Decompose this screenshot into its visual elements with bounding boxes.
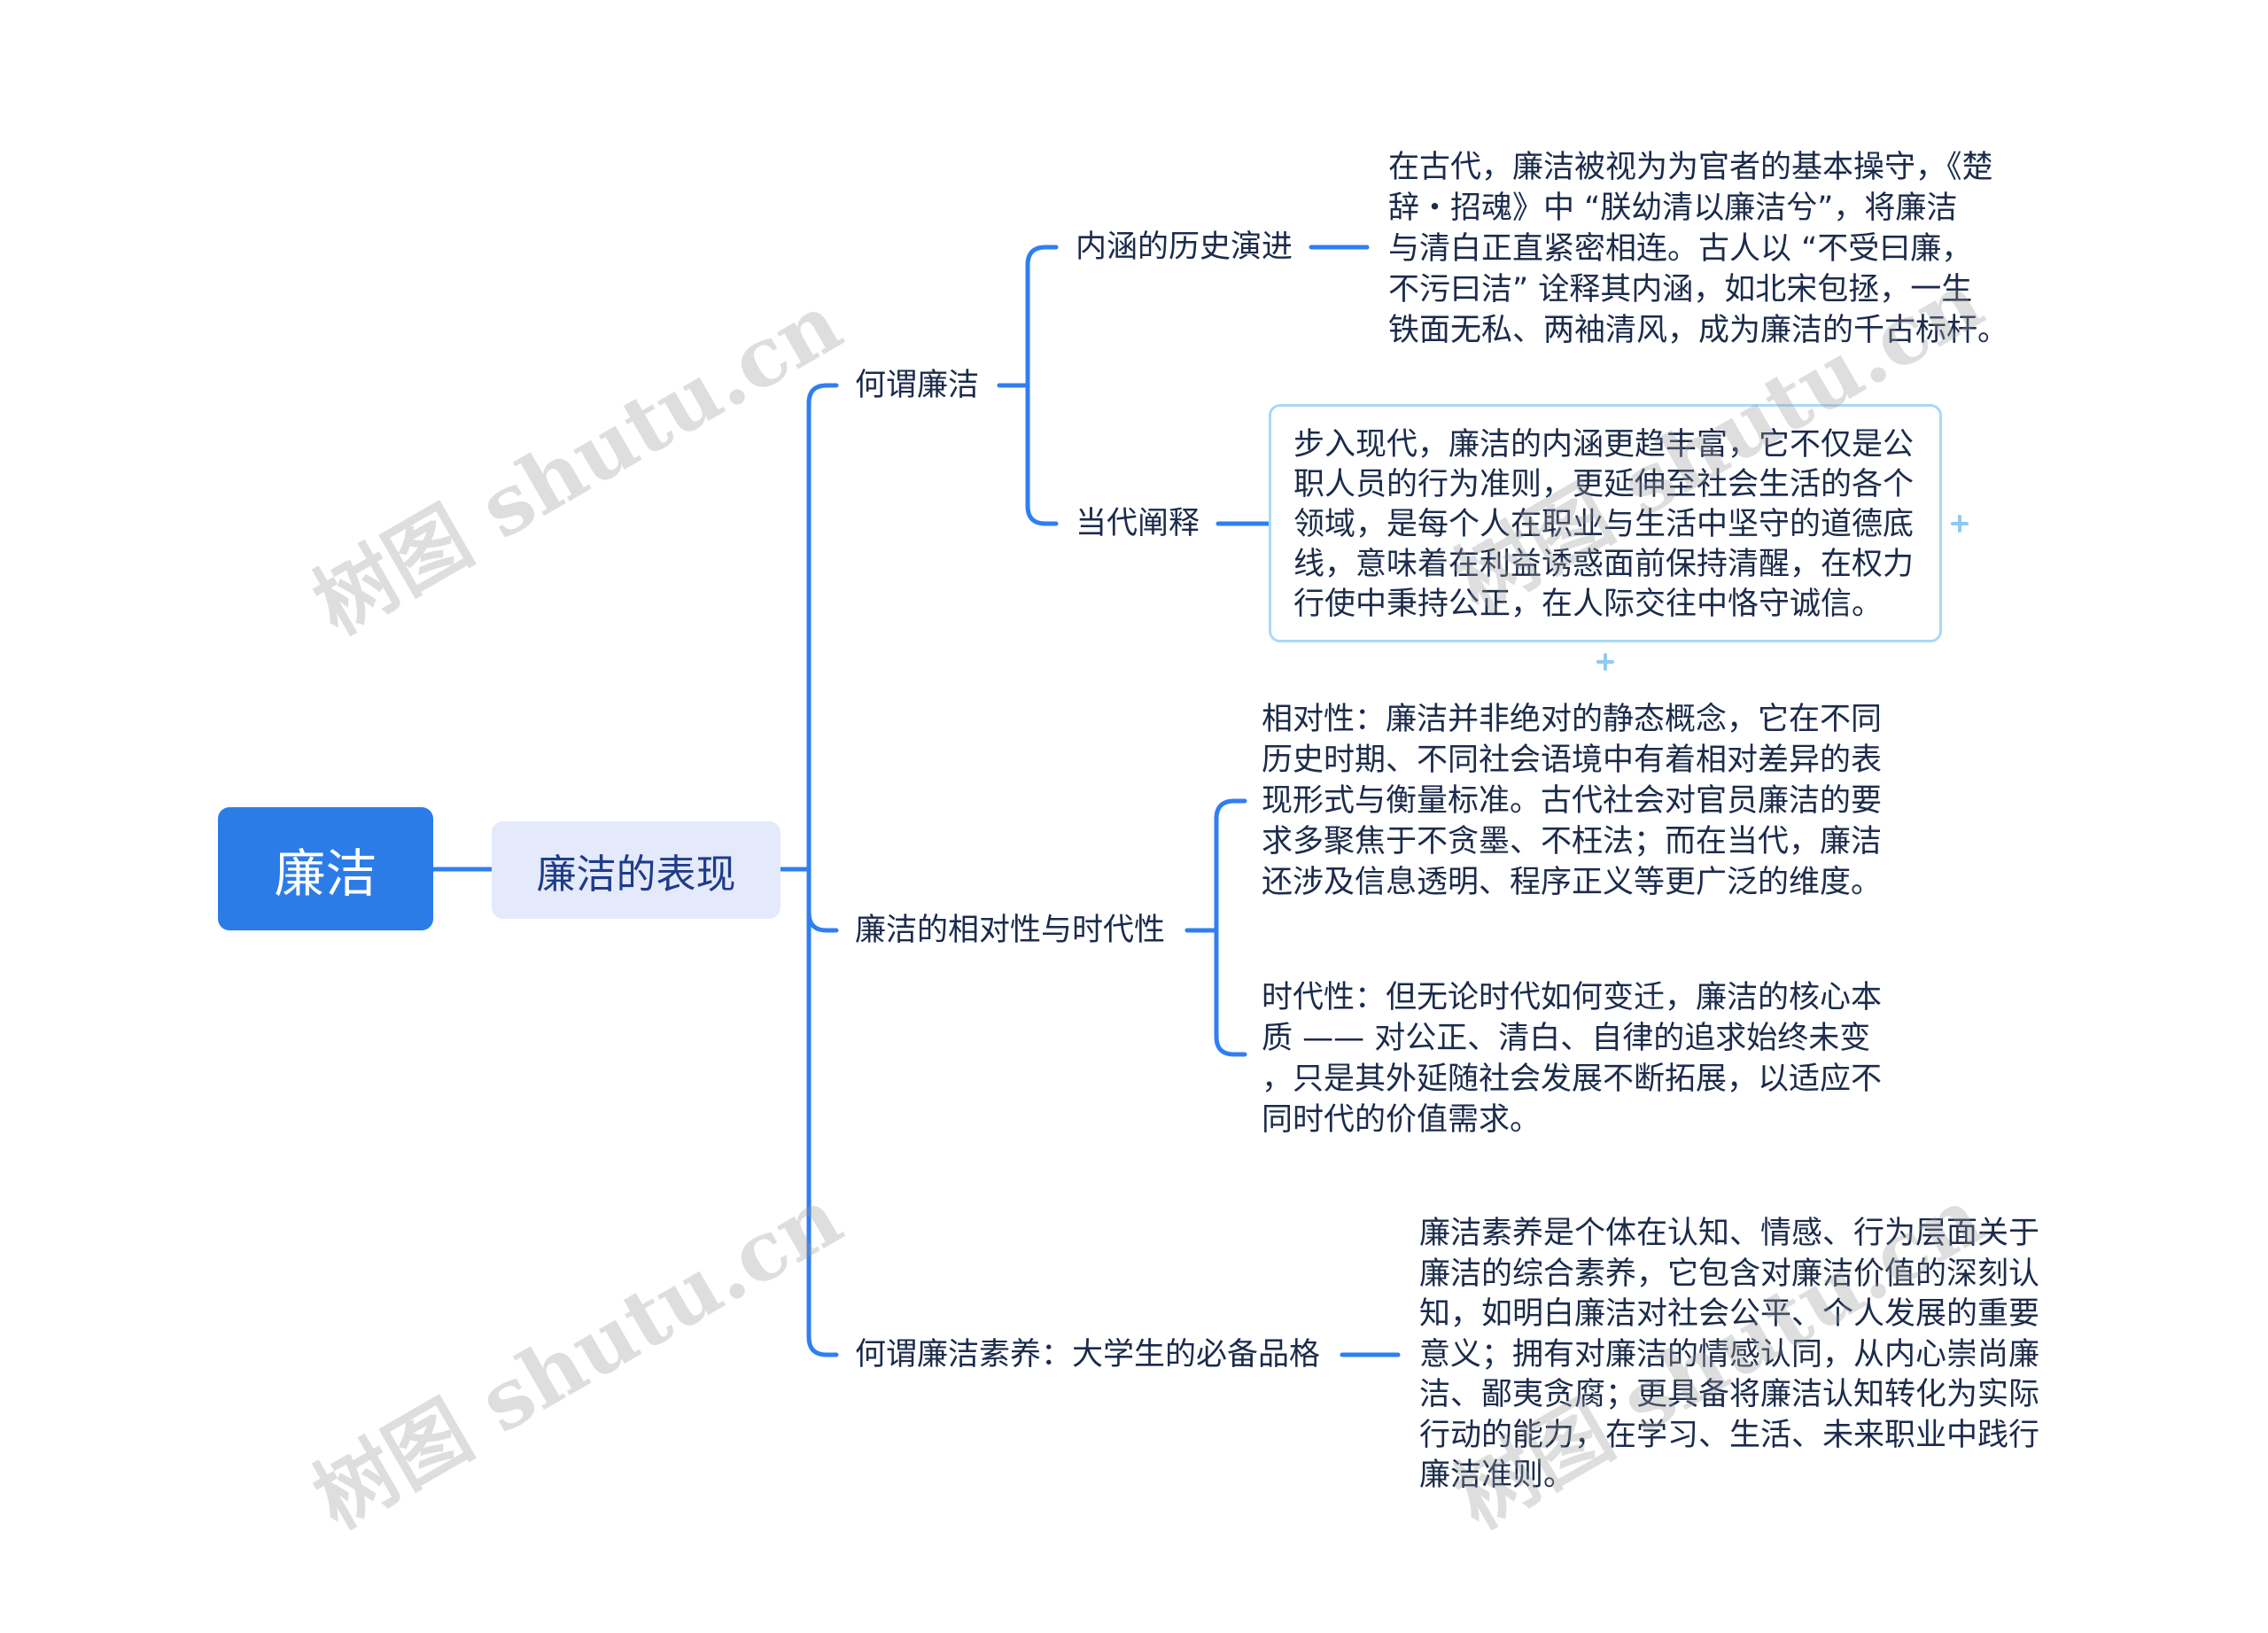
note-line: 现形式与衡量标准。古代社会对官员廉洁的要 bbox=[1262, 783, 1883, 819]
note-line: 意义；拥有对廉洁的情感认同，从内心崇尚廉 bbox=[1419, 1336, 2040, 1372]
note-line: 线，意味着在利益诱惑面前保持清醒，在权力 bbox=[1293, 547, 1915, 582]
connector-branch-relativity bbox=[806, 910, 839, 933]
plus-icon[interactable] bbox=[1595, 651, 1616, 673]
note-line: 相对性：廉洁并非绝对的静态概念，它在不同 bbox=[1262, 702, 1883, 737]
bracket-main-branches bbox=[806, 383, 839, 1357]
note-integrity-literacy[interactable]: 廉洁素养是个体在认知、情感、行为层面关于 廉洁的综合素养，它包含对廉洁价值的深刻… bbox=[1419, 1214, 2039, 1497]
root-topic[interactable]: 廉洁 bbox=[218, 807, 433, 930]
note-line: 与清白正直紧密相连。古人以 “不受曰廉， bbox=[1388, 231, 1973, 267]
note-contemporary-interpretation: 步入现代，廉洁的内涵更趋丰富，它不仅是公 职人员的行为准则，更延伸至社会生活的各… bbox=[1293, 425, 1914, 625]
topic-what-is-integrity[interactable]: 何谓廉洁 bbox=[855, 368, 980, 403]
plus-icon[interactable] bbox=[1949, 513, 1970, 534]
note-line: 历史时期、不同社会语境中有着相对差异的表 bbox=[1262, 743, 1883, 778]
note-line: 同时代的价值需求。 bbox=[1262, 1102, 1542, 1138]
note-line: 知，如明白廉洁对社会公平、个人发展的重要 bbox=[1419, 1296, 2040, 1332]
note-line: 廉洁的综合素养，它包含对廉洁价值的深刻认 bbox=[1419, 1256, 2040, 1292]
note-line: 领域，是每个人在职业与生活中坚守的道德底 bbox=[1293, 507, 1915, 542]
note-line: 不污曰洁” 诠释其内涵，如北宋包拯，一生 bbox=[1388, 272, 1973, 307]
main-topic[interactable]: 廉洁的表现 bbox=[492, 821, 781, 919]
bracket-what-children bbox=[1025, 245, 1059, 526]
note-line: 铁面无私、两袖清风，成为廉洁的千古标杆。 bbox=[1388, 313, 2009, 348]
note-line: 廉洁准则。 bbox=[1419, 1458, 1575, 1493]
root-topic-label: 廉洁 bbox=[274, 843, 377, 904]
note-line: 辞・招魂》中 “朕幼清以廉洁兮”，将廉洁 bbox=[1388, 191, 1958, 226]
note-line: 质 —— 对公正、清白、自律的追求始终未变 bbox=[1262, 1021, 1871, 1056]
topic-relativity-and-era[interactable]: 廉洁的相对性与时代性 bbox=[855, 913, 1166, 948]
note-line: ，只是其外延随社会发展不断拓展，以适应不 bbox=[1262, 1061, 1883, 1097]
note-line: 时代性：但无论时代如何变迁，廉洁的核心本 bbox=[1262, 980, 1883, 1015]
note-line: 行动的能力，在学习、生活、未来职业中践行 bbox=[1419, 1417, 2040, 1453]
note-line: 在古代，廉洁被视为为官者的基本操守，《楚 bbox=[1388, 150, 1993, 185]
topic-historical-evolution[interactable]: 内涵的历史演进 bbox=[1076, 229, 1293, 265]
main-topic-label: 廉洁的表现 bbox=[536, 850, 736, 898]
note-contemporary-selected[interactable]: 步入现代，廉洁的内涵更趋丰富，它不仅是公 职人员的行为准则，更延伸至社会生活的各… bbox=[1269, 404, 1942, 642]
note-line: 步入现代，廉洁的内涵更趋丰富，它不仅是公 bbox=[1293, 427, 1915, 463]
note-line: 职人员的行为准则，更延伸至社会生活的各个 bbox=[1293, 467, 1915, 502]
note-historical-evolution[interactable]: 在古代，廉洁被视为为官者的基本操守，《楚 辞・招魂》中 “朕幼清以廉洁兮”，将廉… bbox=[1388, 147, 2008, 351]
note-line: 廉洁素养是个体在认知、情感、行为层面关于 bbox=[1419, 1216, 2040, 1251]
note-line: 还涉及信息透明、程序正义等更广泛的维度。 bbox=[1262, 865, 1883, 900]
note-line: 行使中秉持公正，在人际交往中恪守诚信。 bbox=[1293, 587, 1884, 622]
note-relativity[interactable]: 相对性：廉洁并非绝对的静态概念，它在不同 历史时期、不同社会语境中有着相对差异的… bbox=[1262, 699, 1882, 903]
topic-contemporary-interpretation[interactable]: 当代阐释 bbox=[1076, 506, 1200, 541]
note-line: 洁、鄙夷贪腐；更具备将廉洁认知转化为实际 bbox=[1419, 1377, 2040, 1412]
note-era[interactable]: 时代性：但无论时代如何变迁，廉洁的核心本 质 —— 对公正、清白、自律的追求始终… bbox=[1262, 977, 1882, 1140]
topic-integrity-literacy[interactable]: 何谓廉洁素养：大学生的必备品格 bbox=[855, 1337, 1321, 1372]
bracket-relativity-notes bbox=[1214, 798, 1247, 1057]
note-line: 求多聚焦于不贪墨、不枉法；而在当代，廉洁 bbox=[1262, 824, 1883, 859]
